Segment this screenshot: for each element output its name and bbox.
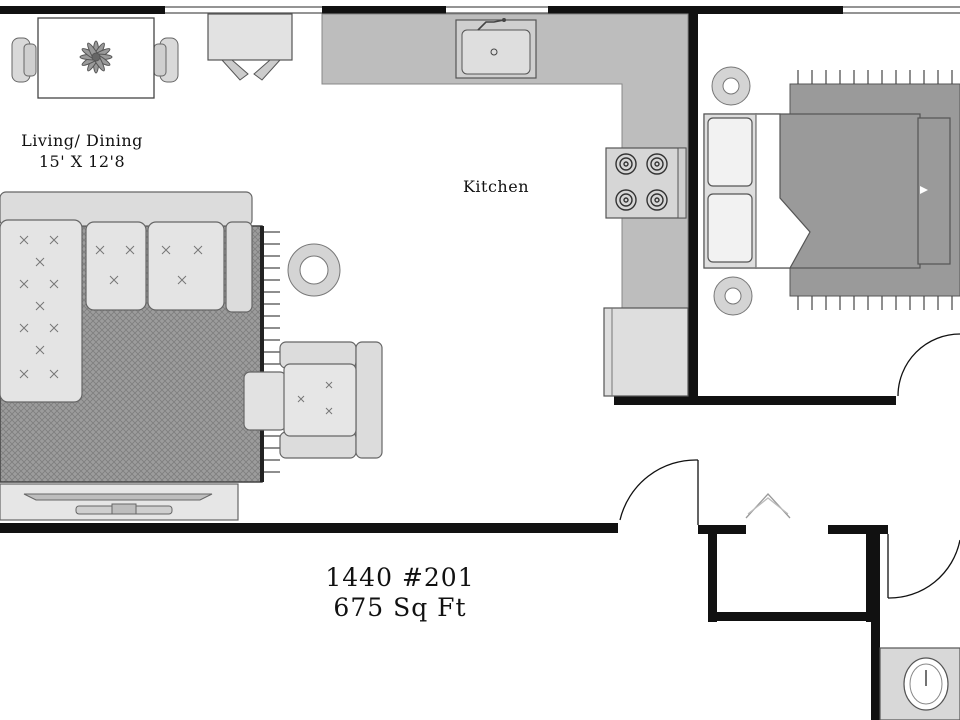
side-chair [207, 13, 293, 81]
living-dining-dimensions: 15' X 12'8 [39, 152, 125, 171]
wall-kitchen-bedroom [688, 6, 698, 404]
bedroom-door-swing [897, 333, 960, 397]
living-dining-label: Living/ Dining [21, 131, 143, 150]
bedroom-rug-fringe [797, 70, 953, 310]
kitchen-counters [321, 13, 689, 397]
rug-fringe [264, 231, 280, 473]
refrigerator [603, 307, 689, 397]
bath-door-swing [887, 539, 960, 599]
unit-area-label: 675 Sq Ft [333, 593, 466, 622]
doors [619, 333, 960, 599]
wall-closet-bottom [708, 612, 868, 621]
wall-bedroom-bottom [614, 396, 896, 405]
sink [455, 18, 537, 79]
wall-closet-top-left [698, 525, 746, 534]
walls [0, 6, 896, 720]
bed [703, 113, 951, 269]
wall-bath-left [871, 532, 880, 720]
wall-closet-right [866, 525, 875, 622]
nightstand-lamp-bottom [713, 276, 753, 316]
bath-sink [879, 647, 960, 720]
side-table [287, 243, 341, 297]
living-area [0, 191, 383, 521]
entry-door-swing [619, 459, 699, 521]
tv-console [0, 483, 239, 521]
wall-closet-top-right [828, 525, 888, 534]
windows [165, 6, 960, 14]
wall-closet-left [708, 525, 717, 622]
bedroom [703, 66, 960, 316]
stove [605, 147, 687, 219]
unit-number-label: 1440 #201 [325, 563, 474, 592]
kitchen-label: Kitchen [463, 177, 529, 196]
wall-living-bottom [0, 523, 618, 533]
flower-centerpiece [79, 40, 113, 74]
nightstand-lamp-top [711, 66, 751, 106]
wall-top-mid [322, 6, 446, 14]
armchair [243, 341, 383, 459]
dining-set [11, 17, 179, 99]
wall-top-left [0, 6, 165, 14]
sectional-sofa [0, 191, 253, 403]
